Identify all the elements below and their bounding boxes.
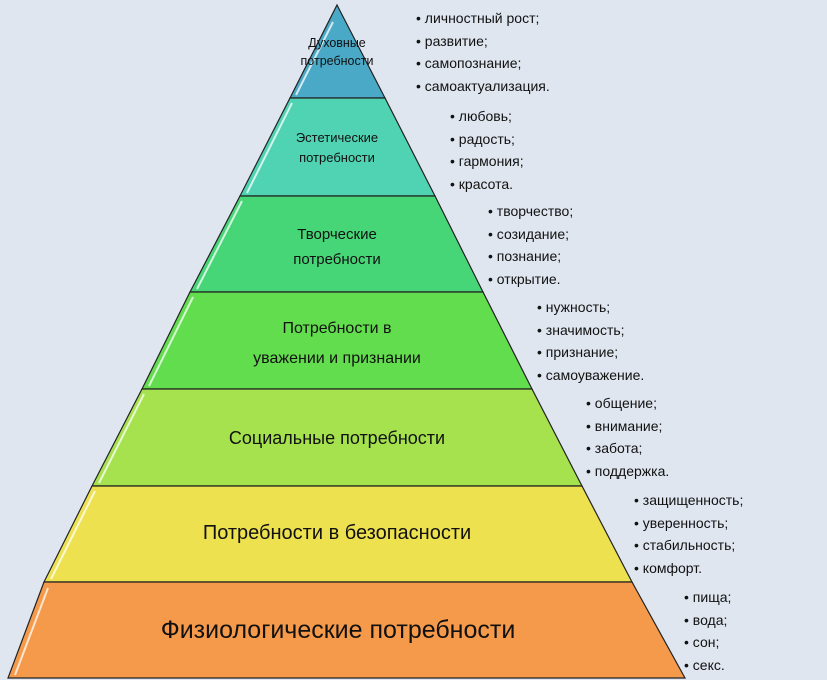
label-line: Творческие — [297, 226, 377, 243]
list-item: любовь; — [450, 105, 524, 128]
level-label-creative: Творческие потребности — [237, 222, 437, 272]
list-item: признание; — [537, 341, 644, 364]
list-item: пища; — [684, 586, 732, 609]
list-item: гармония; — [450, 150, 524, 173]
bullet-list-safety: защищенность; уверенность; стабильность;… — [634, 489, 744, 580]
label-line: потребности — [293, 251, 381, 268]
list-item: уверенность; — [634, 512, 743, 535]
label-line: Духовные — [308, 36, 366, 50]
list-item: сон; — [684, 631, 731, 654]
pyramid-level-7 — [7, 581, 687, 679]
bullet-list-creative: творчество; созидание; познание; открыти… — [488, 200, 573, 290]
list-item: личностный рост; — [416, 7, 550, 30]
list-item: открытие. — [488, 268, 573, 291]
label-line: потребности — [300, 54, 374, 68]
level-label-physiological: Физиологические потребности — [38, 614, 638, 648]
list-item: забота; — [586, 437, 669, 460]
list-item: секс. — [684, 654, 731, 677]
level-label-esteem: Потребности в уважении и признании — [187, 314, 487, 374]
bullet-list-social: общение; внимание; забота; поддержка. — [586, 392, 669, 482]
list-item: самопознание; — [416, 52, 550, 75]
list-item: созидание; — [488, 223, 573, 246]
label-line: Эстетические — [295, 130, 379, 145]
list-item: внимание; — [586, 415, 669, 438]
list-item: познание; — [488, 245, 573, 268]
level-label-aesthetic: Эстетические потребности — [262, 128, 412, 168]
level-label-safety: Потребности в безопасности — [87, 520, 587, 547]
list-item: радость; — [450, 128, 524, 151]
level-label-social: Социальные потребности — [137, 426, 537, 450]
label-line: потребности — [299, 150, 375, 165]
list-item: самоактуализация. — [416, 75, 550, 98]
bullet-list-esteem: нужность; значимость; признание; самоува… — [537, 296, 645, 387]
list-item: самоуважение. — [537, 364, 645, 387]
list-item: значимость; — [537, 319, 644, 342]
list-item: нужность; — [537, 296, 644, 319]
list-item: стабильность; — [634, 534, 743, 557]
list-item: вода; — [684, 609, 731, 632]
label-line: уважении и признании — [253, 350, 421, 367]
bullet-list-physiological: пища; вода; сон; секс. — [684, 586, 732, 677]
list-item: развитие; — [416, 30, 550, 53]
list-item: комфорт. — [634, 557, 743, 580]
label-line: Потребности в безопасности — [202, 522, 472, 544]
label-line: Потребности в — [282, 320, 392, 337]
label-line: Физиологические потребности — [160, 616, 516, 644]
list-item: поддержка. — [586, 460, 669, 483]
bullet-list-aesthetic: любовь; радость; гармония; красота. — [450, 105, 524, 195]
list-item: общение; — [586, 392, 669, 415]
bullet-list-spiritual: личностный рост; развитие; самопознание;… — [416, 7, 550, 97]
list-item: красота. — [450, 173, 524, 196]
level-label-spiritual: Духовные потребности — [277, 34, 397, 70]
list-item: творчество; — [488, 200, 573, 223]
label-line: Социальные потребности — [228, 428, 446, 448]
list-item: защищенность; — [634, 489, 744, 512]
